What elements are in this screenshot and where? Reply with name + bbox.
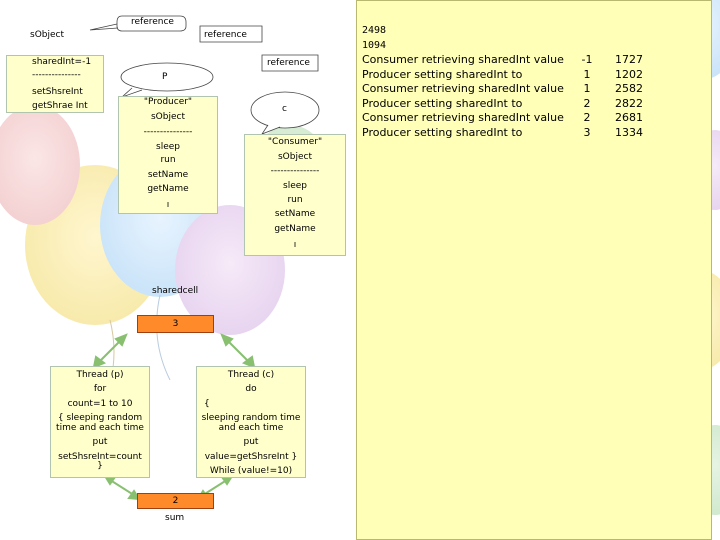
object-divider: --------------- xyxy=(32,70,81,80)
producer-divider: --------------- xyxy=(143,127,193,137)
thread-p-line2: count=1 to 10 xyxy=(67,399,133,409)
output-line-text: Producer setting sharedInt to xyxy=(362,67,523,81)
output-line-value: 1 xyxy=(583,82,591,95)
producer-sobject: sObject xyxy=(150,112,185,122)
thread-c-line5: put xyxy=(243,437,259,447)
thread-p-box xyxy=(50,366,150,478)
output-line-text: Producer setting sharedInt to xyxy=(362,96,523,110)
consumer-divider: --------------- xyxy=(270,166,320,176)
output-line-text: Consumer retrieving sharedInt value xyxy=(362,111,564,124)
producer-run: run xyxy=(160,155,176,165)
thread-c-title: Thread (c) xyxy=(227,370,275,380)
producer-box xyxy=(118,96,218,214)
reference-label-3: reference xyxy=(267,58,310,68)
thread-c-box xyxy=(196,366,306,478)
consumer-run: run xyxy=(287,195,303,205)
thread-p-line5: put xyxy=(92,437,108,447)
console-output-panel xyxy=(356,0,712,540)
thread-p-line3: { sleeping random xyxy=(57,413,143,423)
sum-value: 2 xyxy=(137,493,214,509)
thread-c-line2: { xyxy=(204,399,210,409)
output-line-text: 1094 xyxy=(362,39,387,51)
set-method: setShsreInt xyxy=(32,87,83,97)
reference-label-top: reference xyxy=(131,17,174,27)
output-line-time: 2582 xyxy=(615,82,643,95)
thread-c-line6: value=getShsreInt } xyxy=(204,452,298,462)
output-line-time: 2681 xyxy=(615,111,643,124)
c-label: c xyxy=(282,104,287,114)
shared-int-field: sharedInt=-1 xyxy=(32,57,92,67)
output-line-time: 1202 xyxy=(615,67,643,81)
output-line-text: Consumer retrieving sharedInt value xyxy=(362,53,564,66)
sobject-label: sObject xyxy=(30,30,65,40)
output-line-time: 2822 xyxy=(615,96,643,110)
producer-ellipsis: ı xyxy=(166,200,170,210)
output-line-value: 2 xyxy=(583,96,591,110)
output-line-text: 2498 xyxy=(362,25,387,36)
p-label: P xyxy=(162,72,168,82)
output-line-value: 2 xyxy=(583,111,591,124)
sharedcell-value: 3 xyxy=(137,315,214,333)
sum-label: sum xyxy=(165,513,185,523)
thread-p-title: Thread (p) xyxy=(76,370,124,380)
thread-p-line4: time and each time xyxy=(56,423,144,433)
get-method: getShrae Int xyxy=(32,101,88,111)
thread-p-line6: setShsreInt=count xyxy=(58,452,142,462)
output-line-value: -1 xyxy=(581,53,593,66)
consumer-sleep: sleep xyxy=(283,181,307,191)
sharedcell-label: sharedcell xyxy=(152,286,199,296)
consumer-box xyxy=(244,134,346,256)
thread-p-line1: for xyxy=(93,384,107,394)
thread-c-line3: sleeping random time xyxy=(201,413,301,423)
shared-object-box xyxy=(6,55,104,113)
output-line-value: 3 xyxy=(583,125,591,139)
consumer-sobject: sObject xyxy=(277,152,312,162)
consumer-ellipsis: ı xyxy=(293,240,297,250)
output-line-time: 1727 xyxy=(615,53,643,66)
output-line-text: Producer setting sharedInt to xyxy=(362,125,523,139)
producer-setname: setName xyxy=(147,170,189,180)
producer-title: "Producer" xyxy=(143,97,193,107)
producer-getname: getName xyxy=(147,184,189,194)
thread-p-line7: } xyxy=(97,461,103,471)
consumer-setname: setName xyxy=(274,209,316,219)
consumer-getname: getName xyxy=(274,224,316,234)
output-line-text: Consumer retrieving sharedInt value xyxy=(362,82,564,95)
reference-label-2: reference xyxy=(204,30,247,40)
producer-sleep: sleep xyxy=(156,142,180,152)
thread-c-line4: and each time xyxy=(218,423,284,433)
output-line-value: 1 xyxy=(583,67,591,81)
output-line-time: 1334 xyxy=(615,125,643,139)
thread-c-line1: do xyxy=(245,384,257,394)
thread-c-line7: While (value!=10) xyxy=(209,466,293,476)
consumer-title: "Consumer" xyxy=(267,137,323,147)
